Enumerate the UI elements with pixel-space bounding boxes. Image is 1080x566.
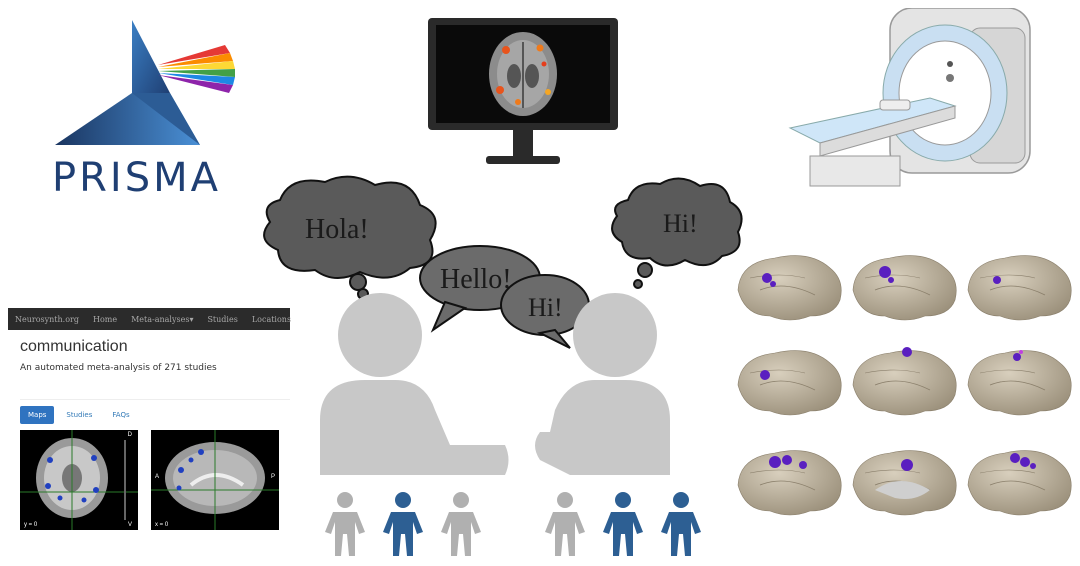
monitor-illustration [428,18,618,173]
brain-render-4 [737,350,842,416]
right-thought-text: Hi! [663,209,698,238]
nav-meta-analyses[interactable]: Meta-analyses▾ [131,314,194,324]
sagittal-coord: x = 0 [155,522,169,528]
nav-home[interactable]: Home [92,314,118,324]
page-title: communication [20,338,128,355]
person-icon-blue-3 [661,492,701,556]
right-speech-bubble: Hi! [500,274,590,349]
nav-studies[interactable]: Studies [207,314,238,324]
page-subtitle: An automated meta-analysis of 271 studie… [20,363,217,373]
brain-render-grid [725,240,1075,520]
brain-render-2 [852,255,957,321]
tab-bar: Maps Studies FAQs [20,406,138,424]
brain-render-5 [852,347,957,416]
brain-render-9 [967,450,1072,516]
population-icons [325,492,701,556]
sagittal-label-p: P [270,474,275,480]
prisma-prism-icon [55,20,235,145]
right-person-silhouette [535,293,670,475]
brain-render-6 [967,350,1072,416]
left-thought-text: Hola! [305,214,369,245]
divider [20,399,290,400]
conversation-scene: Hola! Hi! Hello! Hi! [263,175,743,475]
person-icon-gray-3 [545,492,585,556]
brain-render-1 [737,255,842,321]
sagittal-brain-view[interactable]: x = 0 A P [151,430,279,530]
right-speech-text: Hi! [528,293,563,322]
brain-render-7 [737,450,842,516]
center-speech-text: Hello! [440,264,512,295]
neurosynth-navbar: Neurosynth.org Home Meta-analyses▾ Studi… [8,308,291,330]
person-icon-blue-2 [603,492,643,556]
tab-maps[interactable]: Maps [20,406,55,424]
right-thought-bubble: Hi! [611,177,743,289]
left-person-silhouette [320,293,509,475]
person-icon-blue-1 [383,492,423,556]
person-icon-gray-1 [325,492,365,556]
nav-locations[interactable]: Locations [251,314,292,324]
coronal-label-v: V [127,522,132,528]
coronal-coord: y = 0 [24,522,38,528]
mri-scanner-illustration [780,7,1042,193]
prisma-logo: PRISMA [40,15,240,201]
left-thought-bubble: Hola! [263,175,437,300]
brain-render-3 [967,255,1072,321]
sagittal-label-a: A [155,474,160,480]
brain-render-8-medial [852,450,957,516]
tab-studies[interactable]: Studies [66,411,93,419]
neurosynth-panel: Neurosynth.org Home Meta-analyses▾ Studi… [8,308,291,558]
person-icon-gray-2 [441,492,481,556]
tab-faqs[interactable]: FAQs [112,411,130,419]
prisma-wordmark: PRISMA [52,155,221,201]
coronal-label-d: D [127,432,132,438]
nav-brand[interactable]: Neurosynth.org [15,314,79,324]
coronal-brain-view[interactable]: y = 0 D V [20,430,138,530]
